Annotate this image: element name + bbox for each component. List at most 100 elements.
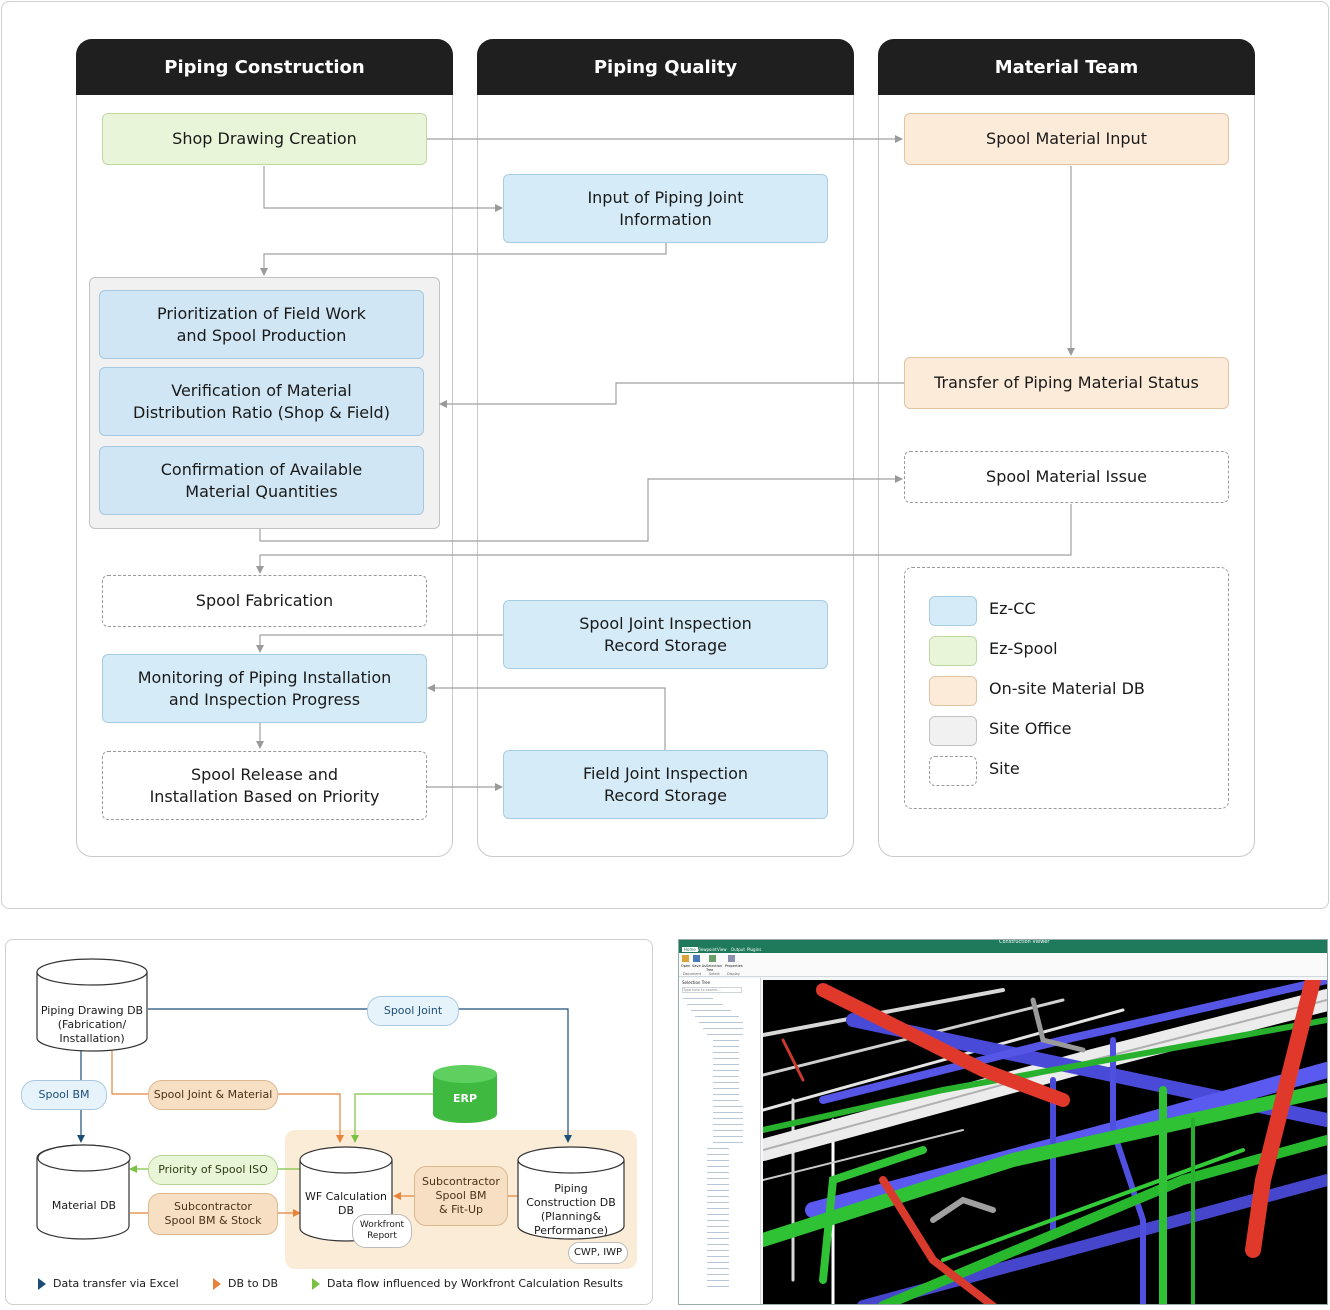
tree-item[interactable] bbox=[707, 1202, 729, 1203]
tree-item[interactable] bbox=[707, 1208, 729, 1209]
tree-item[interactable] bbox=[707, 1232, 729, 1233]
prioritization-box: Prioritization of Field Work and Spool P… bbox=[99, 290, 424, 359]
tree-item[interactable] bbox=[713, 1046, 739, 1047]
tree-item[interactable] bbox=[713, 1106, 743, 1107]
priority-iso-pill: Priority of Spool ISO bbox=[148, 1155, 278, 1185]
dataflow-legend-db: DB to DB bbox=[228, 1277, 279, 1290]
legend-swatch-site-office bbox=[929, 716, 977, 746]
tree-item[interactable] bbox=[707, 1220, 729, 1221]
legend-label: Site bbox=[989, 759, 1020, 778]
legend-label: On-site Material DB bbox=[989, 679, 1145, 698]
tree-item[interactable] bbox=[699, 1022, 743, 1023]
verification-box: Verification of Material Distribution Ra… bbox=[99, 367, 424, 436]
box-label: Transfer of Piping Material Status bbox=[934, 373, 1199, 392]
tree-item[interactable] bbox=[713, 1070, 739, 1071]
tree-item[interactable] bbox=[691, 1010, 731, 1011]
tree-list[interactable] bbox=[683, 998, 759, 1304]
monitoring-box: Monitoring of Piping Installation and In… bbox=[102, 654, 427, 723]
tree-search-input[interactable]: Type here to search... bbox=[682, 987, 742, 993]
spool-joint-material-pill: Spool Joint & Material bbox=[148, 1080, 278, 1110]
box-label: Field Joint Inspection Record Storage bbox=[582, 763, 749, 805]
menu-item-home[interactable]: Home bbox=[682, 947, 698, 952]
box-label: Spool Release and Installation Based on … bbox=[149, 764, 380, 806]
legend-swatch-ez-cc bbox=[929, 596, 977, 626]
tree-item[interactable] bbox=[713, 1124, 743, 1125]
spool-bm-pill: Spool BM bbox=[21, 1080, 107, 1110]
legend-swatch-ez-spool bbox=[929, 636, 977, 666]
box-label: Spool Material Input bbox=[986, 129, 1147, 148]
tree-item[interactable] bbox=[707, 1196, 729, 1197]
tree-item[interactable] bbox=[695, 1016, 739, 1017]
menu-item-view[interactable]: View bbox=[717, 947, 727, 952]
open-icon[interactable] bbox=[682, 955, 689, 962]
spool-release-box: Spool Release and Installation Based on … bbox=[102, 751, 427, 820]
tree-item[interactable] bbox=[713, 1100, 739, 1101]
tree-item[interactable] bbox=[707, 1184, 729, 1185]
tree-item[interactable] bbox=[707, 1280, 729, 1281]
tree-item[interactable] bbox=[707, 1166, 729, 1167]
confirmation-box: Confirmation of Available Material Quant… bbox=[99, 446, 424, 515]
tree-item[interactable] bbox=[707, 1154, 729, 1155]
legend-box: Ez-CC Ez-Spool On-site Material DB Site … bbox=[904, 567, 1229, 809]
menu-item-viewpoint[interactable]: Viewpoint bbox=[697, 947, 717, 952]
tree-item[interactable] bbox=[713, 1130, 743, 1131]
tree-item[interactable] bbox=[713, 1076, 739, 1077]
piping-model-render bbox=[763, 980, 1327, 1304]
tree-item[interactable] bbox=[713, 1142, 743, 1143]
toolbar-group-document: Document bbox=[683, 972, 702, 976]
tree-item[interactable] bbox=[707, 1250, 729, 1251]
3d-viewport[interactable] bbox=[763, 980, 1327, 1304]
tree-item[interactable] bbox=[707, 1238, 729, 1239]
tree-item[interactable] bbox=[707, 1262, 729, 1263]
save-as-icon[interactable] bbox=[693, 955, 700, 962]
tree-item[interactable] bbox=[707, 1148, 729, 1149]
tree-item[interactable] bbox=[707, 1172, 729, 1173]
tree-item[interactable] bbox=[707, 1286, 729, 1287]
field-joint-inspection-box: Field Joint Inspection Record Storage bbox=[503, 750, 828, 819]
spool-material-input-box: Spool Material Input bbox=[904, 113, 1229, 165]
app-menu-bar: Home Viewpoint View Output Plugins bbox=[679, 947, 1327, 953]
dataflow-legend-workfront: Data flow influenced by Workfront Calcul… bbox=[327, 1277, 623, 1290]
transfer-status-box: Transfer of Piping Material Status bbox=[904, 357, 1229, 409]
tree-item[interactable] bbox=[707, 1244, 729, 1245]
lane-title: Piping Quality bbox=[477, 39, 854, 95]
tree-item[interactable] bbox=[713, 1088, 739, 1089]
tree-item[interactable] bbox=[703, 1028, 743, 1029]
erp-db-label: ERP bbox=[452, 1092, 478, 1105]
properties-icon[interactable] bbox=[728, 955, 735, 962]
tree-item[interactable] bbox=[683, 998, 713, 999]
tree-item[interactable] bbox=[713, 1136, 743, 1137]
tree-item[interactable] bbox=[713, 1112, 743, 1113]
tree-item[interactable] bbox=[707, 1190, 729, 1191]
tree-item[interactable] bbox=[713, 1118, 743, 1119]
box-label: Shop Drawing Creation bbox=[172, 129, 357, 148]
tree-item[interactable] bbox=[713, 1082, 739, 1083]
selection-tree-icon[interactable] bbox=[709, 955, 716, 962]
box-label: Spool Joint Inspection Record Storage bbox=[579, 613, 752, 655]
tree-item[interactable] bbox=[713, 1040, 739, 1041]
app-window-title: Construction Viewer bbox=[999, 939, 1050, 945]
tree-item[interactable] bbox=[707, 1160, 729, 1161]
tree-item[interactable] bbox=[707, 1226, 729, 1227]
app-title-bar: Construction Viewer bbox=[679, 940, 1327, 947]
tree-item[interactable] bbox=[713, 1052, 739, 1053]
wf-calc-db-label: WF Calculation DB bbox=[304, 1190, 388, 1217]
box-label: Confirmation of Available Material Quant… bbox=[160, 459, 363, 501]
tree-item[interactable] bbox=[687, 1004, 723, 1005]
toolbar-group-select: Select bbox=[709, 972, 720, 976]
tree-item[interactable] bbox=[713, 1094, 739, 1095]
spool-joint-inspection-box: Spool Joint Inspection Record Storage bbox=[503, 600, 828, 669]
tree-item[interactable] bbox=[707, 1214, 729, 1215]
tree-item[interactable] bbox=[707, 1268, 729, 1269]
tree-item[interactable] bbox=[707, 1034, 743, 1035]
tree-item[interactable] bbox=[707, 1178, 729, 1179]
menu-item-plugins[interactable]: Plugins bbox=[747, 947, 762, 952]
tree-item[interactable] bbox=[707, 1256, 729, 1257]
lane-title: Material Team bbox=[878, 39, 1255, 95]
tree-item[interactable] bbox=[713, 1058, 739, 1059]
tree-item[interactable] bbox=[713, 1064, 739, 1065]
menu-item-output[interactable]: Output bbox=[731, 947, 745, 952]
legend-label: Ez-Spool bbox=[989, 639, 1058, 658]
tree-item[interactable] bbox=[707, 1274, 729, 1275]
legend-label: Ez-CC bbox=[989, 599, 1036, 618]
